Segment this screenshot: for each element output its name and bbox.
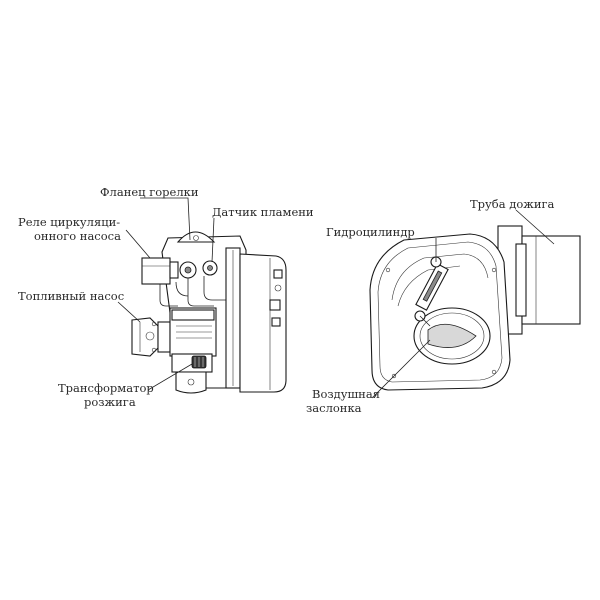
label-ignition-transformer-1: Трансформатор (58, 381, 154, 395)
label-air-damper-2: заслонка (306, 401, 362, 415)
burner-side-view (131, 231, 287, 394)
labels: Фланец горелки Реле циркуляци- онного на… (18, 185, 555, 415)
label-air-damper-1: Воздушная (312, 387, 380, 401)
label-hydrocylinder: Гидроцилиндр (326, 225, 415, 239)
label-circ-relay-2: онного насоса (34, 229, 121, 243)
label-circ-relay-1: Реле циркуляци- (18, 215, 120, 229)
label-afterburner-tube: Труба дожига (470, 197, 555, 211)
label-fuel-pump: Топливный насос (18, 289, 124, 303)
label-burner-flange: Фланец горелки (100, 185, 199, 199)
label-flame-sensor: Датчик пламени (212, 205, 314, 219)
label-ignition-transformer-2: розжига (84, 395, 136, 409)
burner-front-view (369, 225, 581, 391)
leader-lines (117, 197, 555, 399)
